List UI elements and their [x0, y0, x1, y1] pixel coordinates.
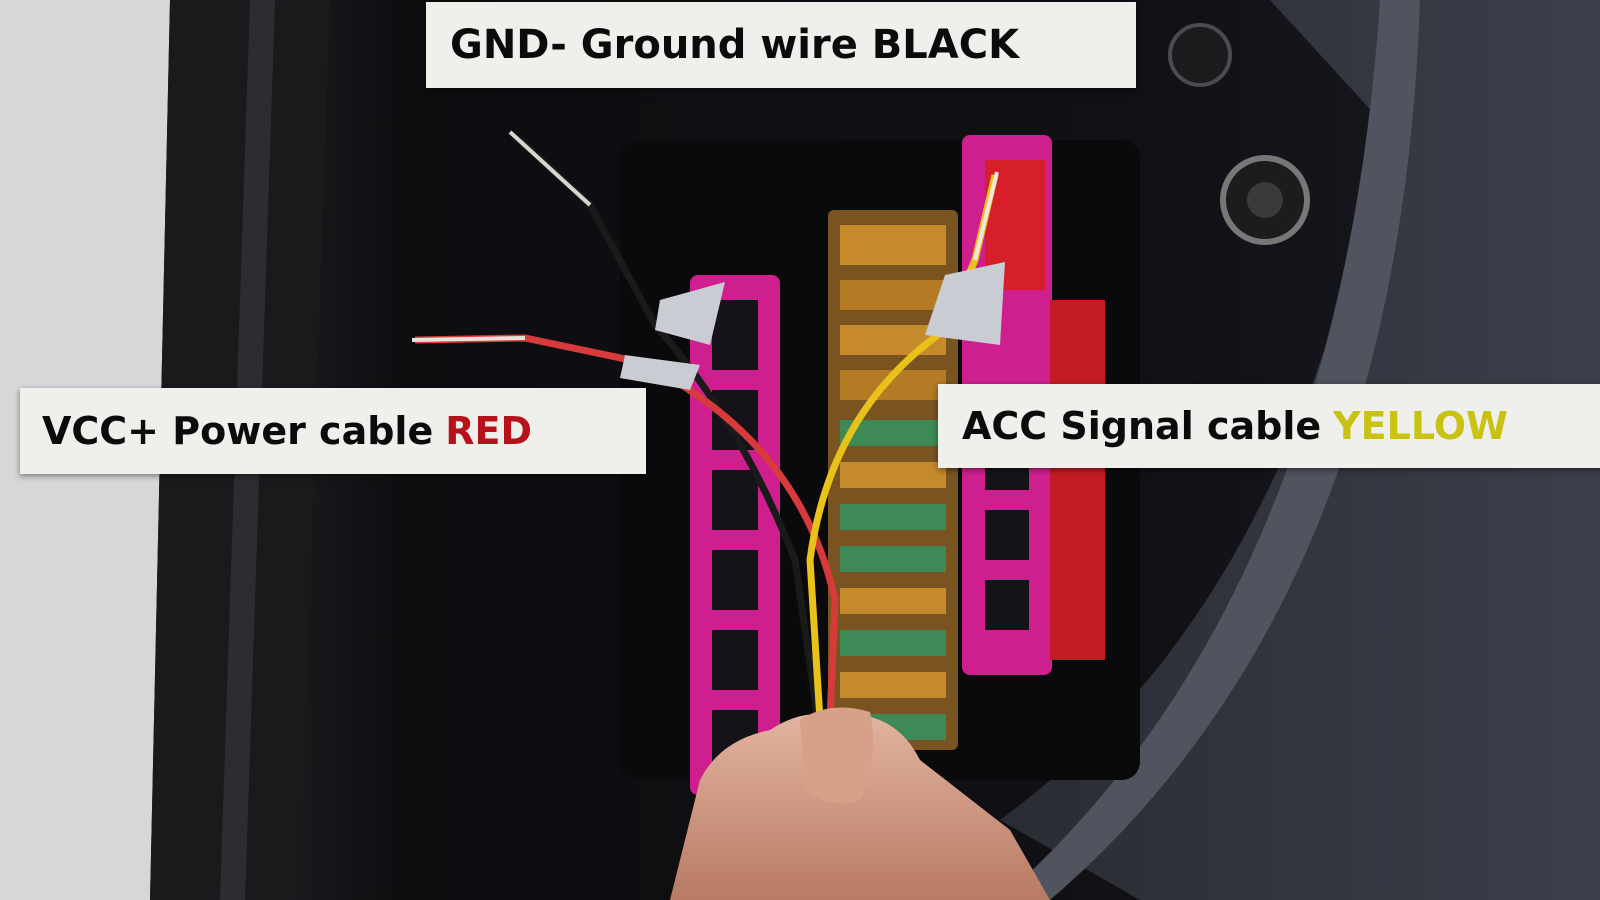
tape-tag-acc [925, 262, 1005, 345]
gnd-label-text: GND- Ground wire BLACK [450, 22, 1020, 68]
tape-tag-power [620, 355, 700, 390]
acc-label-text: ACC Signal cable [962, 404, 1322, 448]
acc-label: ACC Signal cable YELLOW [938, 384, 1600, 468]
acc-color-word: YELLOW [1333, 404, 1508, 448]
ground-wire-bare-tip [508, 130, 592, 207]
power-wire-bare-tip [411, 336, 526, 342]
round-knob [1168, 23, 1232, 87]
wires [411, 130, 1005, 721]
vcc-label: VCC+ Power cable RED [20, 388, 646, 474]
hand [670, 707, 1050, 900]
magenta-connector-left [690, 275, 780, 795]
ground-wire [517, 137, 822, 721]
vcc-color-word: RED [445, 409, 532, 453]
acc-wire [806, 174, 999, 721]
bolt-center [1247, 182, 1283, 218]
fuse-block [828, 210, 958, 750]
tape-tag-ground [655, 282, 725, 345]
gnd-label: GND- Ground wire BLACK [426, 2, 1136, 88]
acc-wire-bare-tip [973, 171, 999, 261]
vcc-label-text: VCC+ Power cable [42, 409, 434, 453]
